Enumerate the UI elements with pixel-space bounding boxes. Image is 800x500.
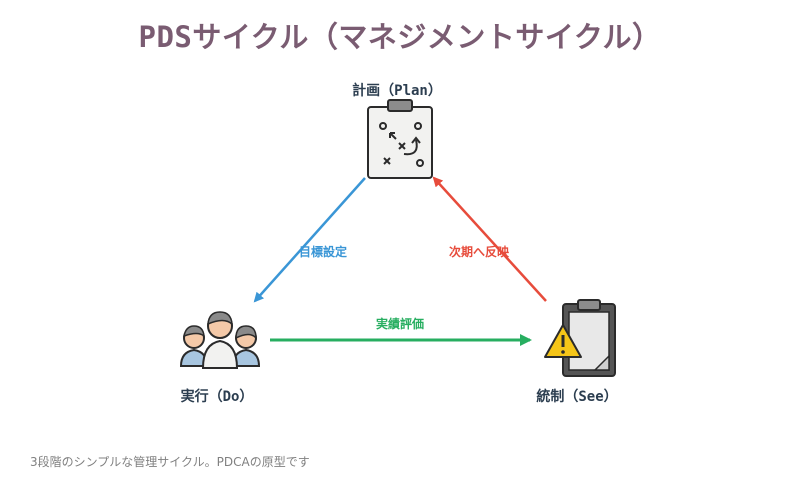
node-see-label: 統制（See） bbox=[536, 389, 618, 405]
edge-see-to-plan bbox=[432, 176, 547, 302]
footer-note: 3段階のシンプルな管理サイクル。PDCAの原型です bbox=[30, 455, 310, 469]
page-title: PDSサイクル（マネジメントサイクル） bbox=[138, 20, 662, 54]
edge-label-do-to-see: 実績評価 bbox=[375, 317, 425, 331]
node-do-label: 実行（Do） bbox=[180, 389, 254, 405]
edge-label-plan-to-do: 目標設定 bbox=[298, 245, 348, 259]
team-people-icon bbox=[179, 311, 261, 369]
edge-plan-to-do bbox=[253, 177, 366, 303]
edge-label-see-to-plan: 次期へ反映 bbox=[448, 245, 510, 259]
clipboard-warning-icon bbox=[544, 299, 616, 377]
clipboard-strategy-icon bbox=[367, 99, 433, 179]
node-plan-label: 計画（Plan） bbox=[352, 83, 442, 99]
